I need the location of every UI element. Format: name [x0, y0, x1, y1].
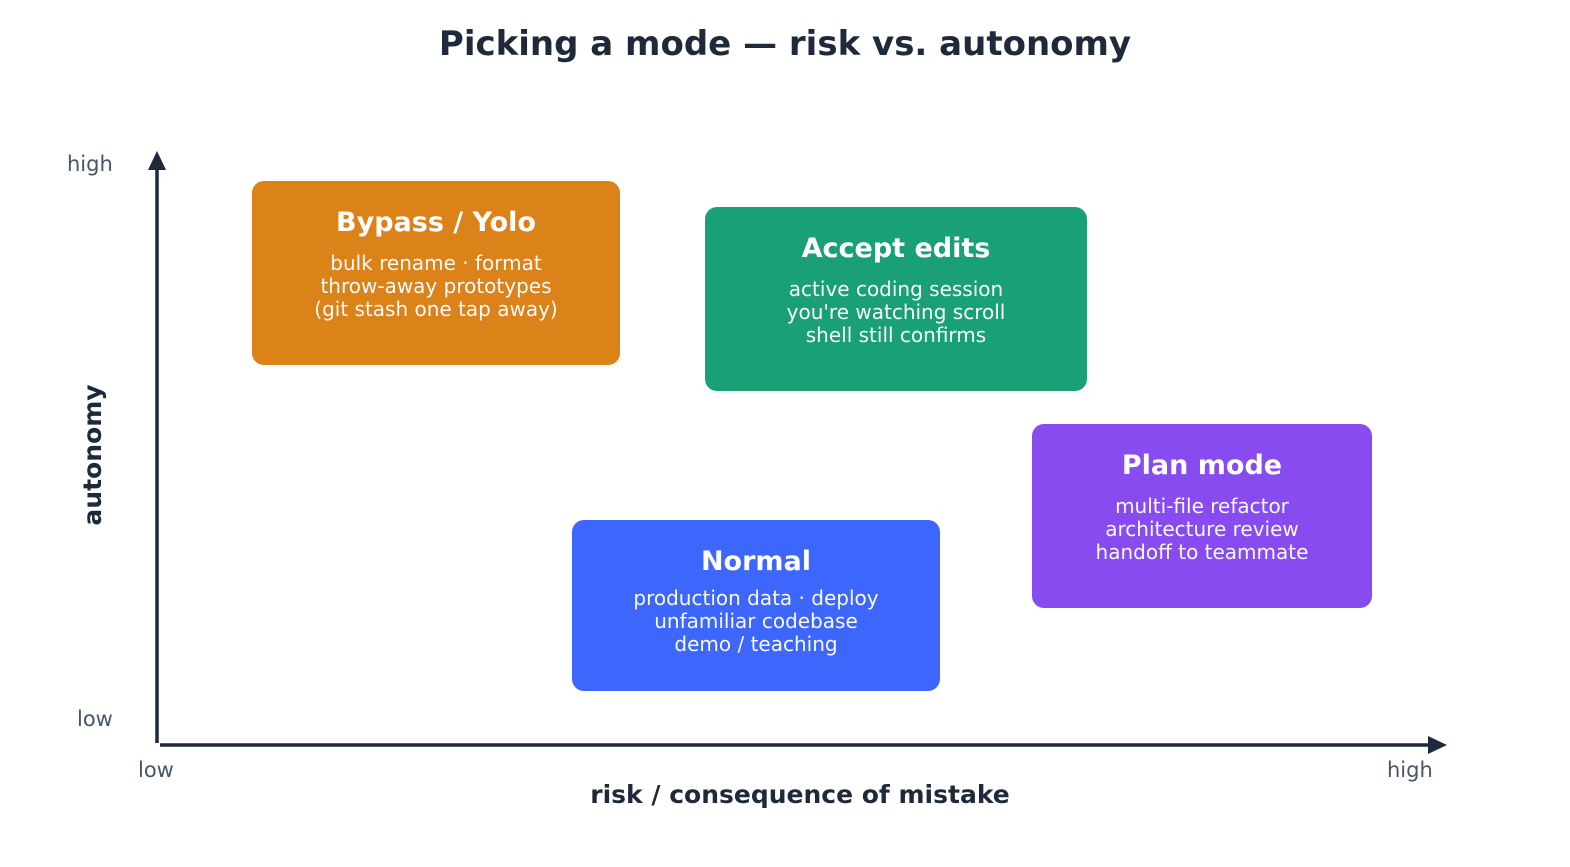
mode-example-line: active coding session [788, 277, 1004, 301]
mode-examples-bypass: bulk rename · format throw-away prototyp… [252, 252, 620, 321]
y-axis-arrowhead [148, 151, 166, 170]
mode-box-bypass: Bypass / Yolo bulk rename · format throw… [252, 181, 620, 365]
mode-example-line: unfamiliar codebase [654, 609, 858, 633]
mode-examples-plan: multi-file refactor architecture review … [1032, 495, 1372, 564]
x-axis-arrowhead [1428, 736, 1447, 754]
mode-example-line: demo / teaching [674, 632, 838, 656]
x-axis-high-label: high [1387, 758, 1433, 782]
y-axis-title: autonomy [78, 384, 107, 526]
x-axis-title: risk / consequence of mistake [590, 780, 1010, 809]
mode-example-line: bulk rename · format [330, 251, 542, 275]
mode-example-line: throw-away prototypes [320, 274, 552, 298]
y-axis-low-label: low [77, 707, 113, 731]
mode-example-line: architecture review [1105, 517, 1299, 541]
mode-title-bypass: Bypass / Yolo [336, 207, 536, 238]
mode-example-line: shell still confirms [805, 323, 987, 347]
x-axis-low-label: low [138, 758, 174, 782]
mode-box-plan: Plan mode multi-file refactor architectu… [1032, 424, 1372, 608]
mode-example-line: multi-file refactor [1115, 494, 1289, 518]
mode-example-line: handoff to teammate [1095, 540, 1309, 564]
mode-example-line: (git stash one tap away) [314, 297, 558, 321]
mode-title-normal: Normal [700, 546, 812, 577]
mode-example-line: you're watching scroll [786, 300, 1006, 324]
mode-title-plan: Plan mode [1121, 450, 1283, 481]
mode-example-line: production data · deploy [633, 586, 879, 610]
mode-box-normal: Normal production data · deploy unfamili… [572, 520, 940, 691]
mode-examples-normal: production data · deploy unfamiliar code… [572, 587, 940, 656]
mode-examples-accept-edits: active coding session you're watching sc… [705, 278, 1087, 347]
y-axis-high-label: high [67, 152, 113, 176]
diagram-title: Picking a mode — risk vs. autonomy [438, 24, 1132, 64]
mode-box-accept-edits: Accept edits active coding session you'r… [705, 207, 1087, 391]
mode-title-accept-edits: Accept edits [801, 233, 991, 264]
